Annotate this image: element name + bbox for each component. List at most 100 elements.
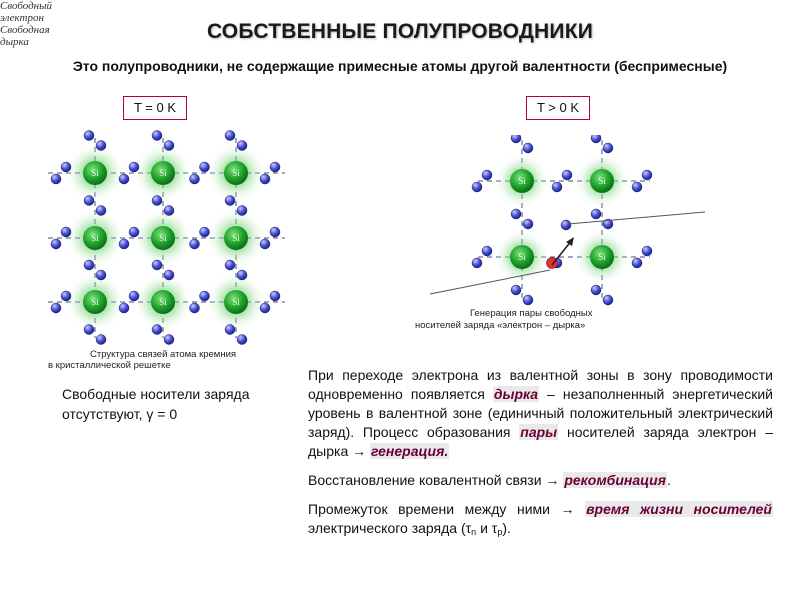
valence-electron <box>224 259 236 271</box>
subscript-n: n <box>471 527 477 537</box>
valence-electron <box>95 205 107 216</box>
silicon-atom-label: Si <box>518 252 526 262</box>
valence-electron <box>95 334 107 345</box>
valence-electron <box>236 269 248 281</box>
silicon-atom <box>151 226 175 250</box>
valence-electron <box>631 181 643 193</box>
silicon-atom <box>151 290 175 314</box>
valence-electron <box>189 238 200 250</box>
free-electron-pointer <box>567 211 706 225</box>
p3-text-a: Промежуток времени между ними → <box>308 501 586 517</box>
silicon-atom-label: Si <box>159 168 167 178</box>
free-hole-pointer <box>429 269 551 295</box>
valence-electron <box>151 259 163 271</box>
p3-text-b: электрического заряда (τ <box>308 520 472 536</box>
valence-electron <box>60 161 72 173</box>
right-caption-line2: носителей заряда «электрон – дырка» <box>415 320 586 331</box>
term-carrier-lifetime: время жизни носителей <box>585 501 773 517</box>
free-electron-label-line1: Свободный <box>0 0 53 12</box>
recombination-paragraph: Восстановление ковалентной связи → реком… <box>308 471 773 490</box>
valence-electron <box>481 245 493 257</box>
explanation-text: При переходе электрона из валентной зоны… <box>308 366 773 552</box>
silicon-atom-label: Si <box>232 233 240 243</box>
valence-electron <box>60 290 72 302</box>
lifetime-paragraph: Промежуток времени между ними → время жи… <box>308 500 773 542</box>
p2-text-b: . <box>666 472 671 488</box>
silicon-atom <box>83 161 107 185</box>
right-caption-line1: Генерация пары свободных <box>470 308 593 319</box>
valence-electron <box>224 130 236 141</box>
valence-electron <box>471 181 483 193</box>
valence-electron <box>236 334 248 345</box>
silicon-atom-label: Si <box>598 252 606 262</box>
valence-electron <box>60 226 72 238</box>
valence-electron <box>118 302 130 314</box>
valence-electron <box>83 130 95 141</box>
silicon-atom <box>83 290 107 314</box>
valence-electron <box>269 226 281 238</box>
silicon-atom <box>224 161 248 185</box>
valence-electron <box>199 161 210 173</box>
valence-electron <box>522 294 534 306</box>
silicon-atom-label: Si <box>232 168 240 178</box>
valence-electron <box>481 169 493 181</box>
p3-text-d: ). <box>502 520 511 536</box>
left-caption-line1: Структура связей атома кремния <box>90 349 237 360</box>
p1-text-b: – незаполненный энергетический уровень в… <box>308 386 774 440</box>
p1-text-a: При переходе электрона из валентной зоны… <box>308 367 773 402</box>
valence-electron <box>522 142 534 154</box>
silicon-atom <box>151 161 175 185</box>
free-hole-label-line1: Свободная <box>0 24 50 36</box>
valence-electron <box>128 226 140 238</box>
free-hole-label-line2: дырка <box>0 36 29 48</box>
valence-electron <box>269 161 281 173</box>
term-hole: дырка <box>492 386 540 402</box>
p2-text-a: Восстановление ковалентной связи → <box>308 472 564 488</box>
free-electron <box>560 219 572 231</box>
valence-electron <box>590 208 602 220</box>
silicon-atom-label: Si <box>518 176 526 186</box>
valence-electron <box>95 140 107 151</box>
silicon-atom-label: Si <box>159 233 167 243</box>
valence-electron <box>189 173 200 185</box>
valence-electron <box>259 238 271 250</box>
valence-electron <box>83 259 95 271</box>
p1-text-c: носителей заряда электрон – дырка → <box>308 424 773 459</box>
valence-electron <box>259 173 271 185</box>
valence-electron <box>236 140 248 151</box>
silicon-atom-label: Si <box>598 176 606 186</box>
valence-electron <box>163 140 175 151</box>
valence-electron <box>151 324 163 335</box>
valence-electron <box>551 181 563 193</box>
term-generation: генерация. <box>370 443 450 459</box>
valence-electron <box>259 302 271 314</box>
valence-electron <box>189 302 200 314</box>
valence-electron <box>118 238 130 250</box>
valence-electron <box>95 269 107 281</box>
valence-electron <box>522 218 534 230</box>
valence-electron <box>50 173 62 185</box>
valence-electron <box>590 284 602 296</box>
p3-text-c: и τ <box>476 520 498 536</box>
valence-electron <box>510 135 522 144</box>
valence-electron <box>602 142 614 154</box>
silicon-atom-label: Si <box>232 297 240 307</box>
valence-electron <box>151 195 163 206</box>
silicon-atom <box>224 290 248 314</box>
valence-electron <box>199 290 210 302</box>
free-hole <box>546 257 558 269</box>
valence-electron <box>163 269 175 281</box>
silicon-atom <box>510 169 534 193</box>
transition-arrow <box>551 239 573 266</box>
valence-electron <box>118 173 130 185</box>
valence-electron <box>128 161 140 173</box>
valence-electron <box>83 195 95 206</box>
valence-electron <box>510 208 522 220</box>
valence-electron <box>50 302 62 314</box>
valence-electron <box>163 334 175 345</box>
left-caption-line2: в кристаллической решетке <box>48 360 171 371</box>
valence-electron <box>199 226 210 238</box>
silicon-atom <box>590 245 614 269</box>
valence-electron <box>50 238 62 250</box>
